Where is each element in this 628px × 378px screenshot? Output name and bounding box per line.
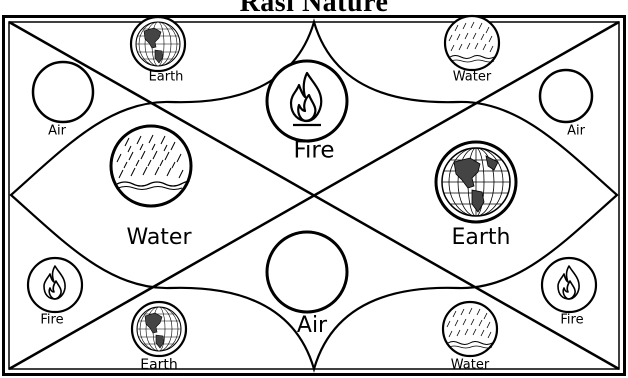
house-5-label: Fire	[40, 314, 63, 327]
house-11-label: Air	[567, 125, 585, 138]
water-rain-icon	[445, 16, 499, 70]
house-4-label: Water	[126, 227, 191, 249]
page-title: Rasi Nature	[0, 0, 628, 18]
house-3-label: Air	[48, 125, 66, 138]
fire-icon	[28, 258, 82, 312]
house-1-label: Fire	[293, 140, 334, 163]
earth-globe-icon	[132, 302, 186, 356]
earth-globe-icon	[436, 142, 516, 222]
fire-icon	[267, 61, 347, 141]
fire-icon	[542, 258, 596, 312]
house-6-label: Earth	[140, 358, 178, 372]
air-circle-icon	[540, 70, 592, 122]
house-10-label: Earth	[452, 227, 511, 249]
house-8-label: Water	[451, 359, 489, 372]
house-7-label: Air	[297, 315, 327, 337]
house-2-label: Earth	[149, 71, 184, 84]
water-rain-icon	[111, 126, 191, 206]
earth-globe-icon	[131, 17, 185, 71]
air-circle-icon	[267, 232, 347, 312]
house-12-label: Water	[453, 71, 491, 84]
water-rain-icon	[443, 302, 497, 356]
air-circle-icon	[33, 62, 93, 122]
house-9-label: Fire	[560, 314, 583, 327]
